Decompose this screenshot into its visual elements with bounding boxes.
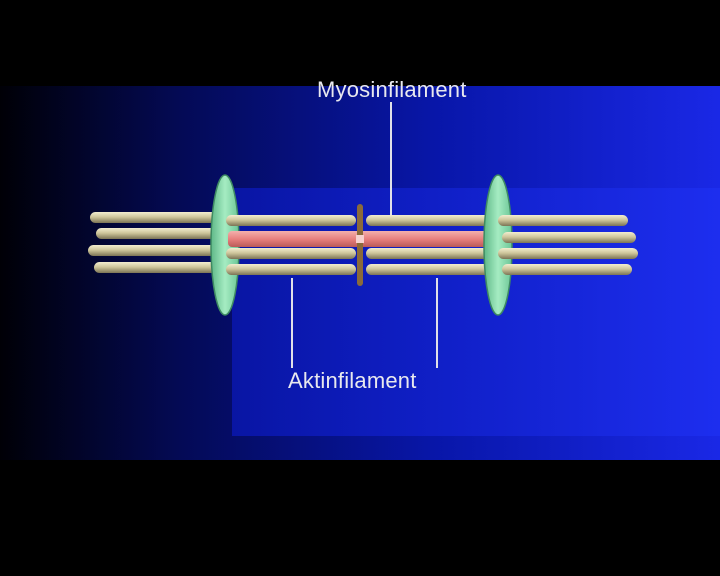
background-panel xyxy=(232,188,720,436)
actin-filaments-right-inner xyxy=(366,215,496,275)
myosin-filament-label: Myosinfilament xyxy=(317,77,467,102)
z-disc-right xyxy=(483,174,513,316)
actin-filaments-right-outer xyxy=(498,215,638,275)
actin-filaments-left-outer xyxy=(88,212,224,273)
actin-filaments-left-inner xyxy=(226,215,356,275)
aktin-filament-label: Aktinfilament xyxy=(288,368,417,393)
m-line xyxy=(357,204,363,286)
m-line-highlight xyxy=(356,235,364,243)
